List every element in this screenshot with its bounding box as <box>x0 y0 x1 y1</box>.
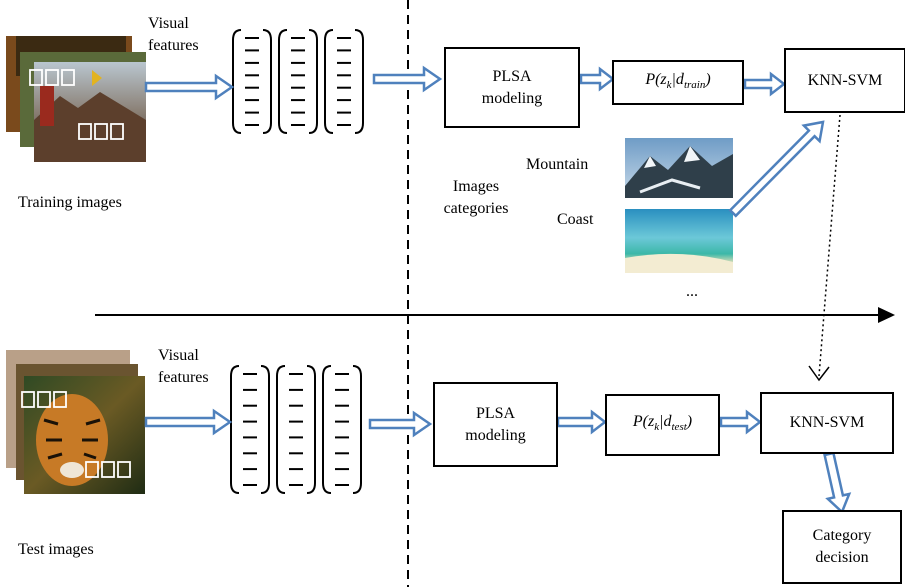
vector-left-bracket <box>324 29 334 134</box>
test-topic-probability-text: P(zk|dtest) <box>632 413 693 434</box>
vector-right-bracket <box>352 365 362 494</box>
test-images-label: Test images <box>18 541 94 558</box>
test-knn-svm-box: KNN-SVM <box>760 392 894 454</box>
category-mountain-label: Mountain <box>526 156 589 173</box>
arrow-knn-svm-to-decision <box>823 451 852 515</box>
arrow-training-features-to-plsa <box>372 65 443 93</box>
training-features-label: Visual features <box>148 15 199 54</box>
training-photo-stack-icon <box>6 36 146 162</box>
test-feature-vectors-icon <box>230 365 362 494</box>
model-transfer-arrowhead <box>808 365 830 382</box>
coast-photo-icon <box>625 209 733 273</box>
image-categories-title: Images categories <box>443 178 509 217</box>
training-topic-probability-text: P(zk|dtrain) <box>645 70 711 92</box>
vector-left-bracket <box>278 29 288 134</box>
arrow-test-probability-to-knn-svm <box>719 409 763 435</box>
feature-vector-3 <box>324 29 364 134</box>
training-feature-vectors-icon <box>232 29 364 134</box>
arrow-training-plsa-to-probability <box>579 66 616 92</box>
test-photo-stack-icon <box>6 350 145 494</box>
vector-right-bracket <box>306 365 316 494</box>
phase-divider-arrowhead <box>878 307 895 323</box>
vector-left-bracket <box>232 29 242 134</box>
training-knn-svm-box: KNN-SVM <box>784 48 905 113</box>
arrow-test-images-to-features <box>144 408 233 436</box>
training-images-label: Training images <box>18 194 122 211</box>
arrow-test-features-to-plsa <box>368 410 433 438</box>
arrow-training-probability-to-knn-svm <box>743 71 787 97</box>
test-features-label: Visual features <box>158 347 209 386</box>
feature-vector-1 <box>230 365 270 494</box>
vector-right-bracket <box>354 29 364 134</box>
category-more-ellipsis: ... <box>686 283 698 300</box>
feature-vector-2 <box>276 365 316 494</box>
mountain-photo-icon <box>625 138 733 198</box>
flow-arrows <box>144 65 852 515</box>
vector-right-bracket <box>262 29 272 134</box>
vector-left-bracket <box>276 365 286 494</box>
vector-left-bracket <box>230 365 240 494</box>
feature-vector-1 <box>232 29 272 134</box>
arrow-test-plsa-to-probability <box>556 409 608 435</box>
test-topic-probability-box: P(zk|dtest) <box>605 394 720 456</box>
vector-right-bracket <box>260 365 270 494</box>
vector-right-bracket <box>308 29 318 134</box>
training-topic-probability-box: P(zk|dtrain) <box>612 60 744 105</box>
arrow-categories-to-knn-svm <box>728 120 825 218</box>
vector-left-bracket <box>322 365 332 494</box>
model-transfer-dotted-line <box>818 114 841 377</box>
category-coast-label: Coast <box>557 211 594 228</box>
feature-vector-3 <box>322 365 362 494</box>
arrow-training-images-to-features <box>144 73 235 101</box>
feature-vector-2 <box>278 29 318 134</box>
